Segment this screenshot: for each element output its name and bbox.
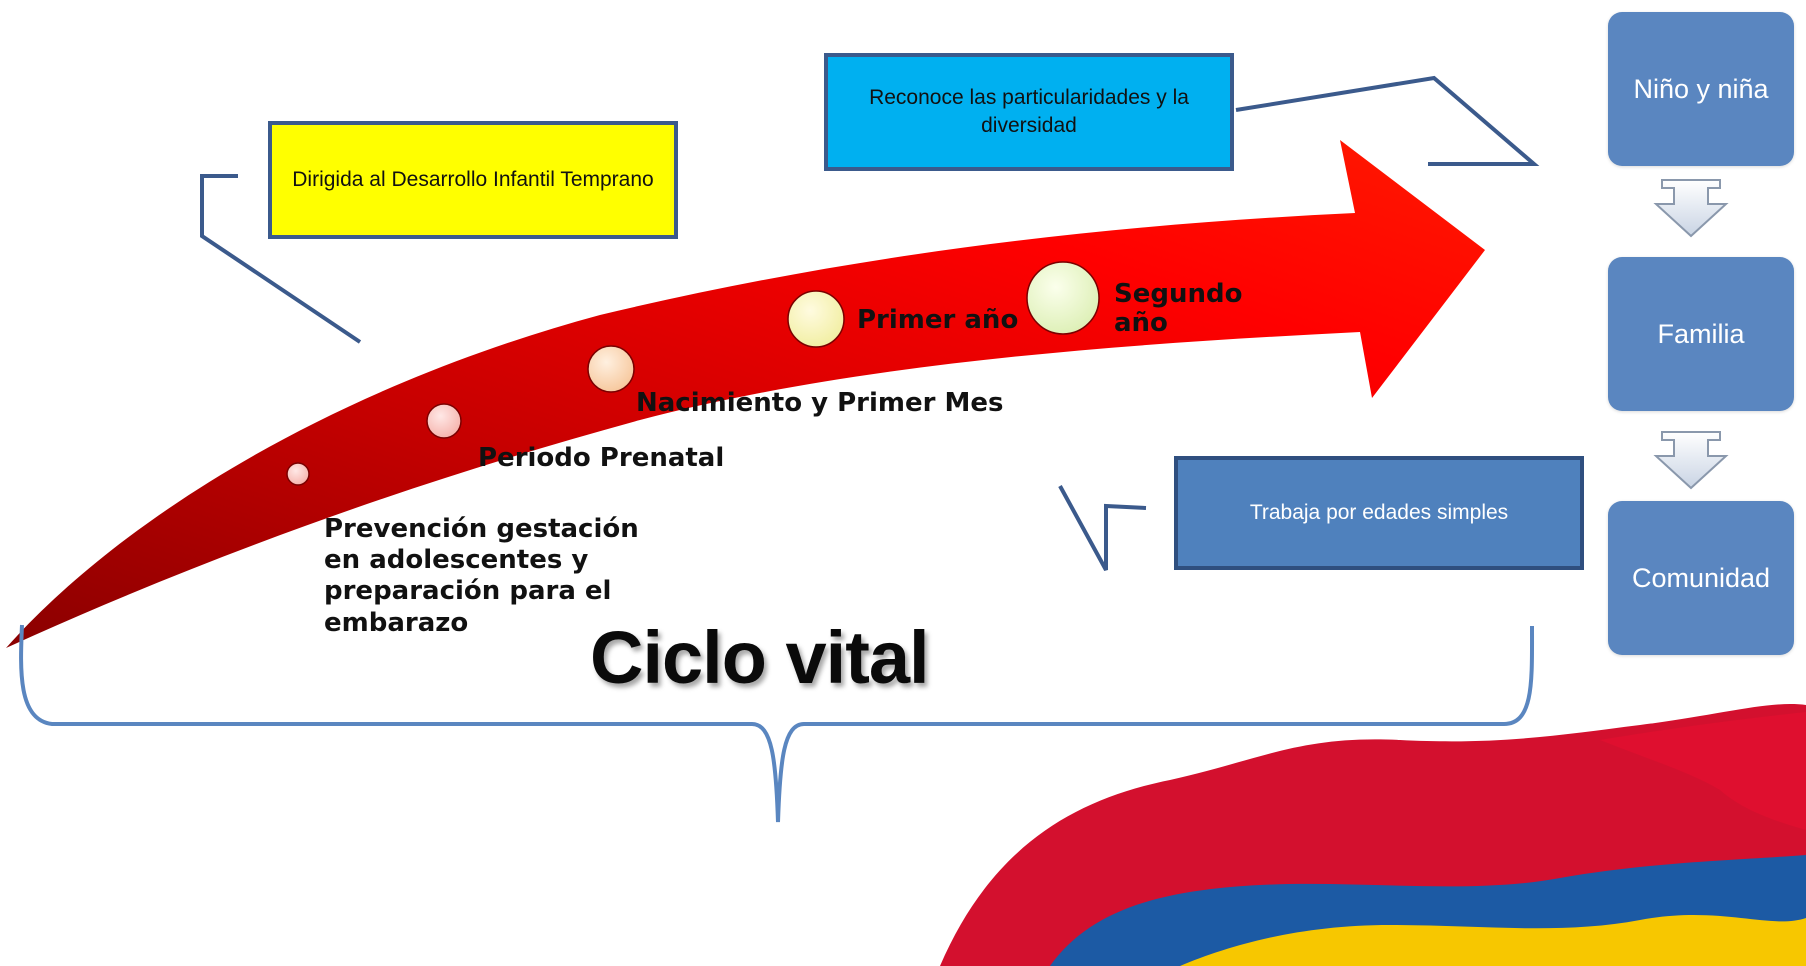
note-early-childhood-text: Dirigida al Desarrollo Infantil Temprano [292,167,654,191]
stage-label-second-year: Segundo año [1114,279,1243,338]
flag-blue-band [1040,845,1806,966]
stage-marker-first-year [787,290,845,348]
level-card-community-label: Comunidad [1631,562,1771,593]
level-card-child: Niño y niña [1608,12,1794,166]
level-card-family: Familia [1608,257,1794,411]
note-ages-text: Trabaja por edades simples [1249,500,1509,524]
stage-marker-prenatal [426,403,462,439]
level-card-child-label: Niño y niña [1633,73,1769,104]
connector-diversity [1235,75,1540,166]
note-diversity-text: Reconoce las particularidades y la diver… [869,85,1189,137]
stage-marker-birth [587,345,635,393]
stage-label-prenatal: Periodo Prenatal [478,443,725,473]
flag-swoosh [940,704,1806,966]
stage-label-birth: Nacimiento y Primer Mes [636,388,1004,418]
flag-red-tip [1600,712,1806,830]
lifecycle-brace [19,624,1535,823]
connector-early-childhood [200,174,362,344]
stage-label-prevention: Prevención gestación en adolescentes y p… [324,514,639,638]
stage-label-first-year: Primer año [857,305,1019,335]
stage-marker-prevention [286,462,310,486]
stage-marker-second-year [1026,261,1100,335]
level-card-community: Comunidad [1608,501,1794,655]
lifecycle-arrow [6,140,1485,648]
chevron-down-icon [1653,179,1729,238]
flag-yellow-band [1160,904,1806,966]
note-early-childhood: Dirigida al Desarrollo Infantil Temprano [268,121,678,239]
flag-red-band [940,704,1806,966]
note-ages: Trabaja por edades simples [1174,456,1584,570]
level-card-family-label: Familia [1657,318,1745,349]
connector-ages [1058,485,1147,571]
diagram-title: Ciclo vital [590,616,930,699]
chevron-down-icon [1653,431,1729,490]
note-diversity: Reconoce las particularidades y la diver… [824,53,1234,171]
